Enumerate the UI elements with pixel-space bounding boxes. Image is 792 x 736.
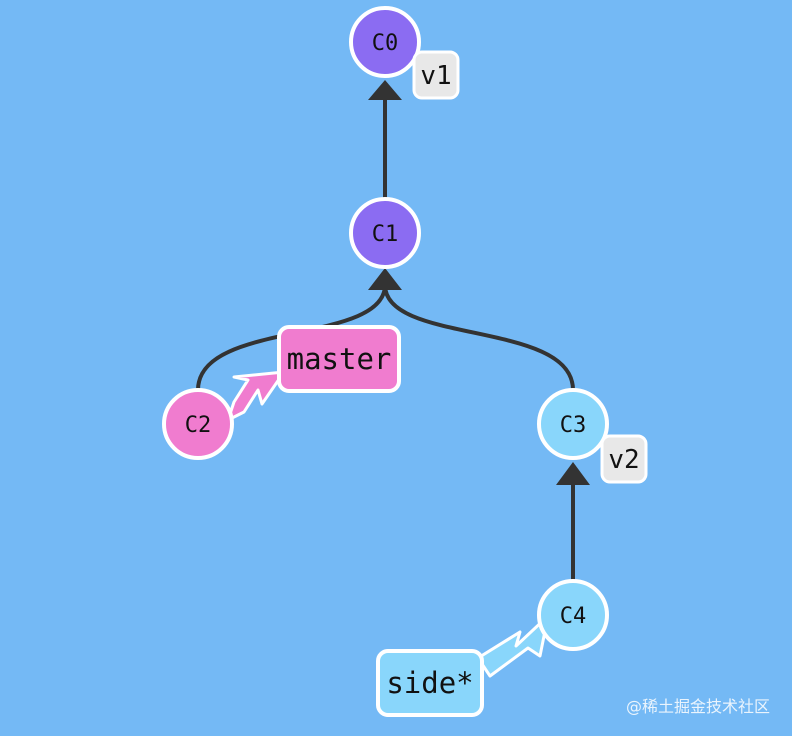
watermark-text: @稀土掘金技术社区	[626, 697, 770, 716]
branch-label-master: master	[287, 342, 392, 376]
commit-c2[interactable]: C2	[162, 388, 234, 460]
commit-c3[interactable]: C3	[537, 388, 609, 460]
branch-arrow-master	[226, 370, 286, 422]
arrowhead-c3	[556, 462, 590, 485]
tag-box-v1[interactable]	[412, 50, 460, 100]
tag-label-v2: v2	[608, 445, 639, 475]
tag-box-v2[interactable]	[600, 434, 648, 484]
branch-box-side[interactable]	[376, 649, 484, 717]
commit-node-c4[interactable]	[537, 579, 609, 651]
commit-node-c0[interactable]	[349, 6, 421, 78]
arrowhead-c1	[368, 268, 402, 290]
edge-c3-c1	[383, 284, 575, 391]
branch-side[interactable]: side*	[376, 649, 484, 717]
commit-node-c3[interactable]	[537, 388, 609, 460]
commit-label-c0: C0	[372, 31, 399, 56]
commit-node-c2[interactable]	[162, 388, 234, 460]
commit-label-c1: C1	[372, 222, 399, 247]
branch-arrow-side	[476, 614, 550, 678]
commit-label-c3: C3	[560, 413, 587, 438]
branch-master[interactable]: master	[277, 325, 401, 393]
tag-v2[interactable]: v2	[600, 434, 648, 484]
tag-v1[interactable]: v1	[412, 50, 460, 100]
commit-c1[interactable]: C1	[349, 197, 421, 269]
commit-label-c4: C4	[560, 604, 587, 629]
commit-c0[interactable]: C0	[349, 6, 421, 78]
branch-box-master[interactable]	[277, 325, 401, 393]
tag-label-v1: v1	[420, 61, 451, 91]
arrowhead-c0	[368, 80, 402, 100]
commit-c4[interactable]: C4	[537, 579, 609, 651]
commit-label-c2: C2	[185, 413, 212, 438]
branch-label-side: side*	[386, 666, 473, 700]
branch-arrows	[226, 370, 550, 678]
commit-node-c1[interactable]	[349, 197, 421, 269]
